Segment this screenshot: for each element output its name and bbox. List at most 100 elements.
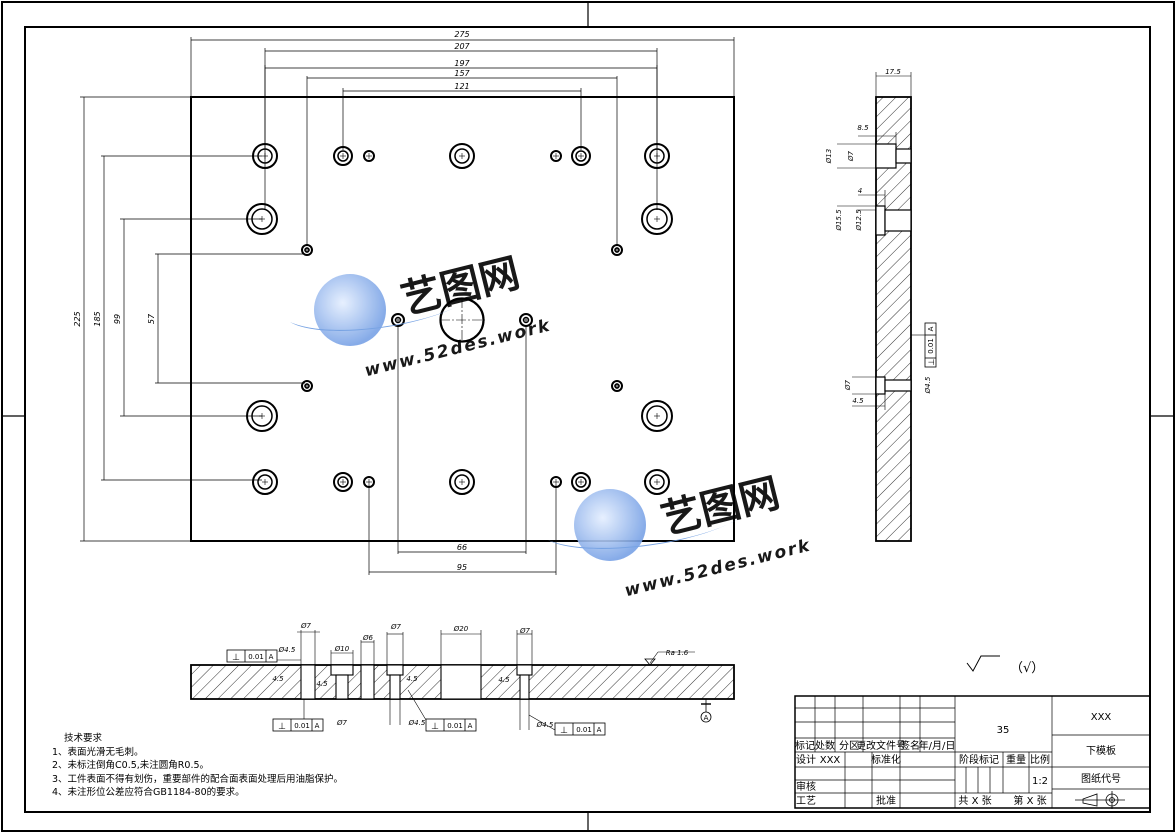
mounting-hole: [611, 380, 623, 392]
notes-title: 技术要求: [64, 733, 103, 744]
svg-text:⊥: ⊥: [431, 722, 439, 732]
mounting-hole: [611, 244, 623, 256]
svg-text:www.52des.work: www.52des.work: [363, 315, 554, 381]
mounting-hole: [363, 150, 375, 162]
dim-197: 197: [454, 59, 470, 68]
side-dim-counterbore-depth: 8.5: [857, 124, 869, 132]
center-lines: [440, 298, 485, 342]
side-tol-sym: ⊥: [927, 358, 936, 365]
tb-design: 设计: [796, 753, 816, 766]
technical-notes: 技术要求 1、表面光滑无毛刺。 2、未标注倒角C0.5,未注圆角R0.5。 3、…: [52, 732, 343, 800]
side-dim-small-hole-inner: Ø4.5: [924, 376, 932, 394]
center-bore-hole: [439, 297, 485, 343]
tb-part-name: 下模板: [1086, 744, 1116, 757]
tb-stage: 阶段标记: [959, 753, 999, 766]
sec-dim-6: Ø6: [362, 634, 374, 642]
tol-frame-bottom-2: ⊥ 0.01 A: [425, 718, 477, 732]
svg-text:艺图网: 艺图网: [657, 470, 785, 544]
datum-a-marker: A: [700, 699, 712, 723]
sec-dim-14: Ø4.5: [536, 721, 554, 729]
sec-roughness: Ra 1.6: [666, 649, 689, 657]
title-block: 35 XXX 下模板 图纸代号 标记 处数 分区 更改文件号 签名 年/月/日 …: [794, 695, 1151, 809]
note-item: 3、工件表面不得有划伤，重要部件的配合面表面处理后用油脂保护。: [52, 773, 344, 785]
sec-dim-13: Ø4.5: [408, 719, 426, 727]
mounting-hole: [333, 472, 353, 492]
side-dim-bore-dia: Ø15.5: [835, 209, 843, 232]
dim-157: 157: [454, 69, 470, 78]
tb-sheet-no: 第 X 张: [1013, 794, 1046, 807]
svg-text:A: A: [597, 726, 602, 734]
dim-121: 121: [454, 82, 469, 91]
tb-hdr-mark: 标记: [795, 740, 815, 752]
tb-hdr-change-doc: 更改文件号: [856, 739, 906, 752]
tol-frame-bottom-3: ⊥ 0.01 A: [554, 722, 606, 736]
tb-standard: 标准化: [871, 753, 901, 766]
mounting-hole: [301, 380, 313, 392]
dim-66: 66: [457, 543, 467, 552]
tb-material: 35: [997, 725, 1010, 736]
mounting-hole: [252, 469, 278, 495]
sec-dim-9: Ø20: [453, 625, 469, 633]
dim-275: 275: [454, 30, 469, 39]
svg-text:A: A: [468, 722, 473, 730]
dim-207: 207: [454, 42, 470, 51]
note-item: 4、未注形位公差应符合GB1184-80的要求。: [52, 787, 245, 798]
sec-dim-11: 4.5: [498, 676, 510, 684]
side-dim-small-hole: Ø7: [844, 379, 852, 391]
mounting-hole: [550, 150, 562, 162]
svg-text:0.01: 0.01: [294, 722, 310, 730]
mounting-hole: [301, 244, 313, 256]
tb-weight: 重量: [1006, 753, 1026, 766]
side-dim-small-depth: 4.5: [852, 397, 864, 405]
plate-outline: [190, 96, 735, 542]
mounting-hole: [571, 472, 591, 492]
svg-text:⊥: ⊥: [560, 726, 568, 736]
tb-hdr-count: 处数: [815, 739, 835, 752]
tb-sheets-total: 共 X 张: [958, 795, 991, 807]
sec-dim-12: Ø7: [336, 719, 348, 727]
side-tol-val: 0.01: [927, 338, 935, 354]
sec-dim-2: Ø4.5: [278, 646, 296, 654]
sec-dim-3: 4.5: [272, 675, 284, 683]
tb-scale: 1:2: [1032, 776, 1048, 787]
tol-frame-top-left: ⊥ 0.01 A: [226, 649, 278, 663]
mounting-hole: [449, 469, 475, 495]
dim-225: 225: [73, 311, 82, 326]
svg-text:A: A: [269, 653, 274, 661]
mounting-hole: [449, 143, 475, 169]
front-dimension-lines: [80, 37, 735, 575]
dim-185: 185: [93, 311, 102, 326]
svg-text:0.01: 0.01: [576, 726, 592, 734]
front-holes: [246, 143, 673, 495]
side-tolerance-frame: A 0.01 ⊥: [924, 322, 937, 368]
svg-text:0.01: 0.01: [248, 653, 264, 661]
note-item: 1、表面光滑无毛刺。: [52, 746, 144, 758]
svg-text:0.01: 0.01: [447, 722, 463, 730]
side-view: 17.5 8.5 Ø13 Ø7 4 Ø15.5 Ø12.5 Ø7 Ø4.5 4.…: [825, 68, 937, 542]
tb-hdr-sign: 签名: [900, 739, 920, 752]
svg-text:A: A: [704, 714, 709, 722]
section-view: Ø7 Ø4.5 4.5 Ø10 4.5 Ø6 Ø7 4.5 Ø20 Ø7 4.5…: [190, 622, 735, 736]
svg-text:A: A: [315, 722, 320, 730]
tb-drawing-no: 图纸代号: [1081, 772, 1121, 785]
sec-dim-10: Ø7: [519, 627, 531, 635]
side-tol-ref: A: [927, 326, 935, 331]
side-dim-bore-dia-inner: Ø12.5: [855, 209, 863, 232]
tb-process: 工艺: [796, 795, 816, 807]
sec-dim-8: 4.5: [406, 675, 418, 683]
svg-text:⊥: ⊥: [278, 722, 286, 732]
general-roughness-symbol: （√）: [966, 655, 1044, 676]
side-dim-hole-dia: Ø7: [847, 150, 855, 162]
watermark-1: 艺图网 www.52des.work: [290, 250, 553, 381]
mounting-hole: [644, 469, 670, 495]
side-section-body: [875, 96, 912, 542]
section-tolerance-frames: ⊥ 0.01 A ⊥ 0.01 A ⊥ 0.01 A ⊥: [226, 649, 606, 736]
tb-hdr-zone: 分区: [839, 740, 859, 752]
front-dimension-texts: 275 207 197 157 121 66 95 225 185 99 57: [73, 30, 471, 572]
tb-scale-label: 比例: [1030, 753, 1050, 766]
sec-dim-4: Ø10: [334, 645, 350, 653]
sec-dim-1: Ø7: [300, 622, 312, 630]
